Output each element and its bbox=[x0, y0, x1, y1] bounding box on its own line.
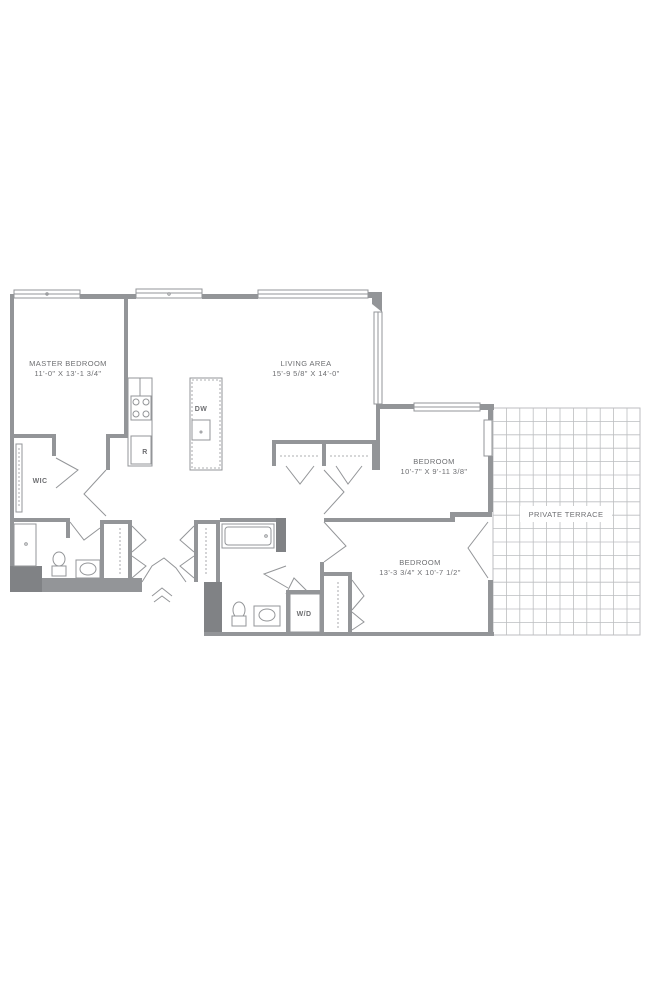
refrigerator-label: R bbox=[142, 449, 147, 456]
toilet bbox=[51, 565, 67, 577]
living-area-dims: 15'-9 5/8" X 14'-0" bbox=[272, 369, 340, 378]
master-bedroom-name: MASTER BEDROOM bbox=[29, 359, 107, 368]
kitchen bbox=[127, 377, 223, 471]
bedroom-2-name: BEDROOM bbox=[413, 457, 455, 466]
wic-label: WIC bbox=[33, 478, 48, 485]
bathtub bbox=[221, 523, 275, 549]
terrace-name: PRIVATE TERRACE bbox=[529, 510, 604, 519]
bedroom-3-dims: 13'-3 3/4" X 10'-7 1/2" bbox=[379, 568, 461, 577]
living-area-name: LIVING AREA bbox=[280, 359, 331, 368]
wic-closet bbox=[15, 443, 79, 513]
dishwasher-label: DW bbox=[195, 406, 207, 413]
labels: MASTER BEDROOM 11'-0" X 13'-1 3/4" LIVIN… bbox=[29, 359, 612, 618]
doors bbox=[69, 465, 489, 631]
terrace-grid bbox=[492, 407, 641, 636]
bath-2-fixtures bbox=[221, 523, 321, 633]
washer-dryer-label: W/D bbox=[297, 611, 312, 618]
cooktop bbox=[130, 395, 152, 421]
refrigerator bbox=[130, 435, 152, 465]
walls bbox=[10, 292, 494, 636]
washer-dryer bbox=[289, 593, 321, 633]
master-bath-fixtures bbox=[13, 523, 101, 579]
bedroom-2-dims: 10'-7" X 9'-11 3/8" bbox=[401, 467, 468, 476]
closet-rods bbox=[119, 455, 368, 628]
master-bedroom-dims: 11'-0" X 13'-1 3/4" bbox=[35, 369, 102, 378]
bedroom-3-name: BEDROOM bbox=[399, 558, 441, 567]
